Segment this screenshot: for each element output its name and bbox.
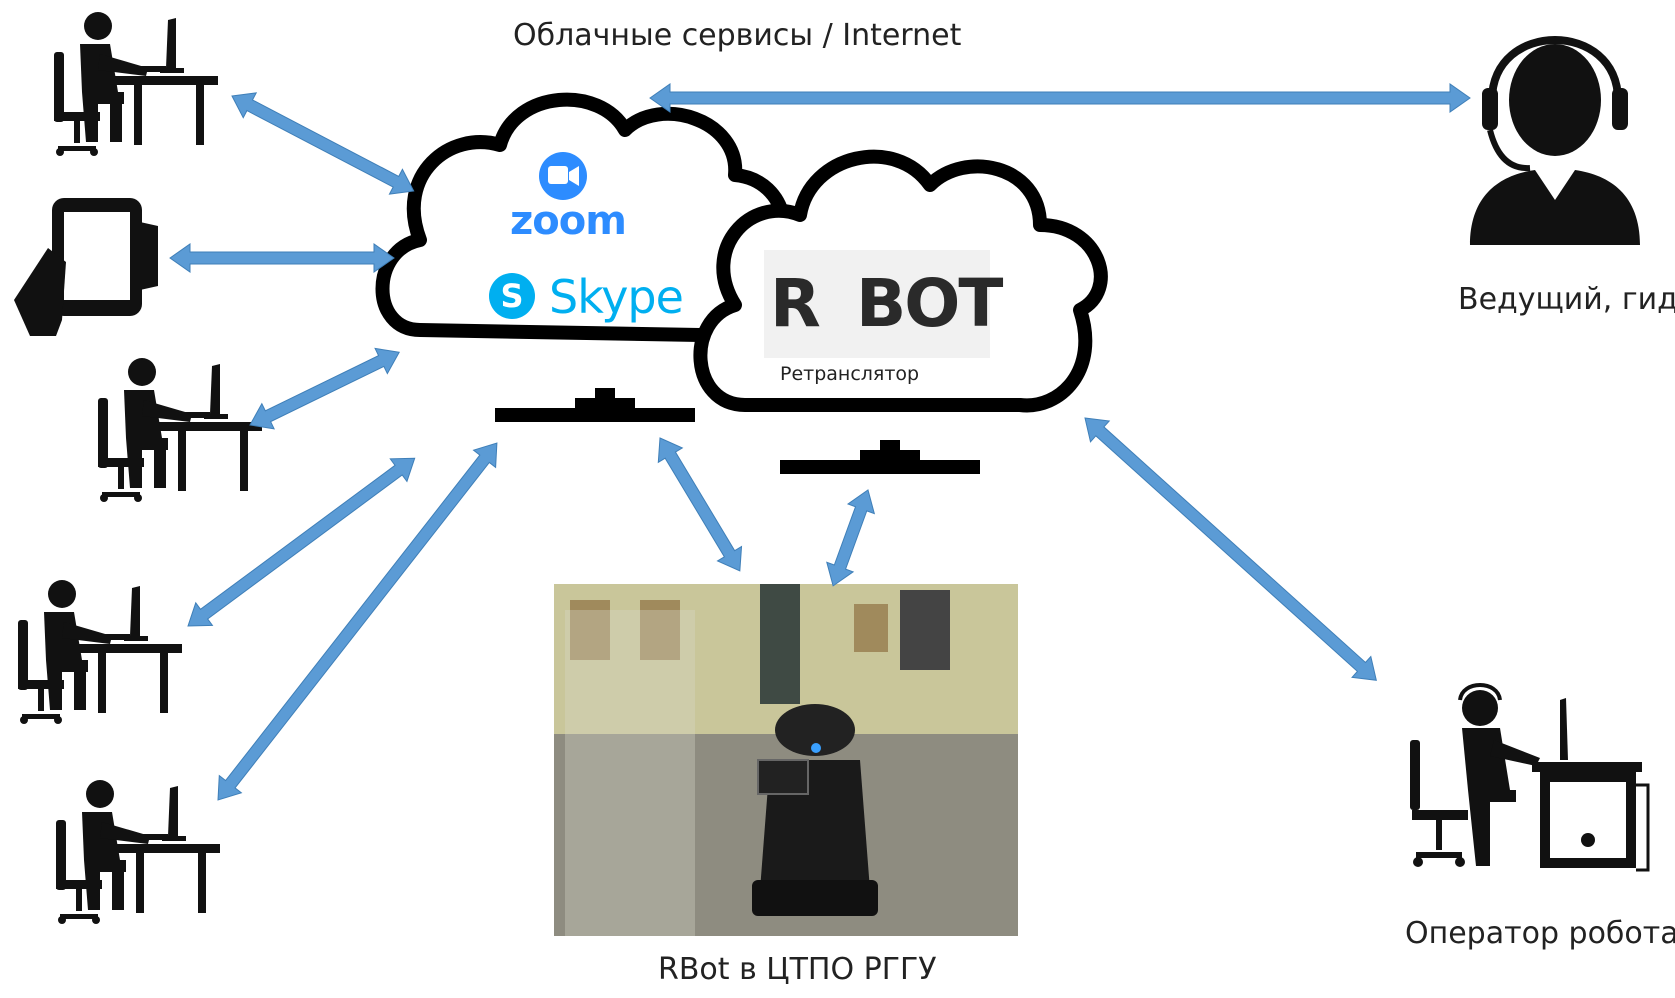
robot-photo: [554, 584, 1018, 936]
cloud-services-label: Облачные сервисы / Internet: [513, 18, 962, 53]
network-connector-icon: [780, 440, 980, 474]
arrow-user2-cloud: [249, 347, 400, 430]
host-label: Ведущий, гид: [1458, 282, 1675, 317]
arrow-tablet-cloud: [169, 243, 395, 273]
user-at-desk-icon: [54, 12, 218, 156]
skype-logo-text: Skype: [549, 270, 684, 324]
operator-workstation-icon: [1410, 683, 1650, 872]
tablet-in-hand-icon: [14, 198, 158, 336]
arrow-user3-cloud: [187, 457, 416, 627]
user-at-desk-icon: [56, 780, 220, 924]
arrow-cloud-robot: [657, 437, 743, 572]
arrow-cloud-host: [649, 83, 1471, 113]
svg-text:S: S: [500, 277, 523, 315]
operator-label: Оператор робота: [1405, 916, 1675, 951]
user-at-desk-icon: [18, 580, 182, 724]
arrows: [169, 83, 1471, 801]
arrow-user1-cloud: [231, 92, 415, 195]
user-at-desk-icon: [98, 358, 262, 502]
robot-label: RBot в ЦТПО РГГУ: [658, 952, 937, 987]
relay-label: Ретранслятор: [780, 363, 920, 385]
headset-person-icon: [1470, 36, 1640, 245]
arrow-user4-cloud: [217, 442, 498, 801]
arrow-relay-robot: [826, 489, 876, 587]
network-connector-icon: [495, 388, 695, 422]
rbot-logo-bot: BOT: [856, 265, 1003, 342]
zoom-logo-text: zoom: [510, 198, 627, 244]
rbot-logo-background: [764, 250, 990, 358]
rbot-logo-r: R: [770, 265, 821, 342]
zoom-icon: [539, 152, 587, 200]
arrow-relay-operator: [1084, 417, 1377, 681]
skype-icon: S: [489, 273, 535, 319]
